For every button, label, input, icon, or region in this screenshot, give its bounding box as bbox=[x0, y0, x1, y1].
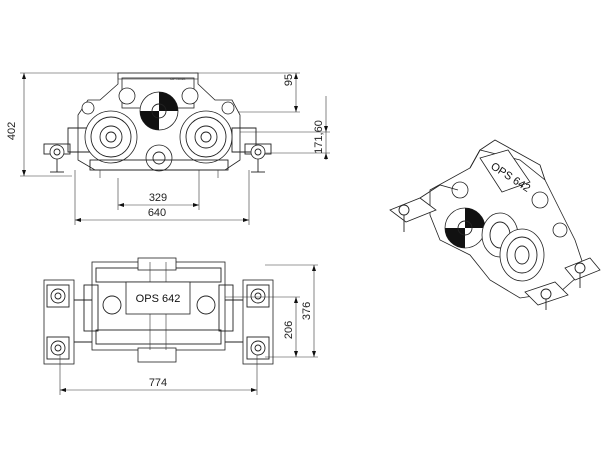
pump-body-top: OPS 642 bbox=[83, 257, 234, 363]
dim-front-height-label: 402 bbox=[6, 122, 18, 140]
front-view: 402 95 171,60 329 bbox=[6, 72, 330, 225]
isometric-view: OPS 642 bbox=[389, 139, 601, 310]
iso-mount-left bbox=[389, 184, 459, 232]
dim-top-depth: 206 376 bbox=[225, 264, 318, 358]
dim-front-axis-height-label: 171,60 bbox=[313, 120, 325, 154]
dim-front-overall-width-label: 640 bbox=[148, 207, 166, 219]
top-view: OPS 642 774 206 376 bbox=[43, 257, 318, 395]
front-brand-mark: OPTIMA bbox=[170, 76, 186, 81]
dim-front-inner-width-label: 329 bbox=[149, 192, 167, 204]
iso-mount-right-rear bbox=[564, 257, 601, 288]
dim-top-overall-depth-label: 376 bbox=[301, 302, 313, 320]
bracket-left bbox=[43, 279, 92, 365]
dim-front-bottom: 329 640 bbox=[74, 165, 250, 225]
bracket-right bbox=[225, 279, 274, 365]
pump-body-front: OPTIMA bbox=[67, 72, 257, 178]
top-model-plate: OPS 642 bbox=[136, 293, 181, 305]
iso-mount-right-front bbox=[524, 281, 569, 310]
dim-top-width-label: 774 bbox=[149, 377, 167, 389]
dim-front-top-offset-label: 95 bbox=[283, 74, 295, 86]
dim-top-inner-depth-label: 206 bbox=[283, 321, 295, 339]
mount-right-front bbox=[244, 143, 272, 173]
dim-front-right: 95 171,60 bbox=[195, 72, 330, 160]
dim-front-height: 402 bbox=[6, 72, 118, 177]
mount-left-front bbox=[43, 143, 71, 173]
dim-top-width: 774 bbox=[59, 355, 258, 395]
